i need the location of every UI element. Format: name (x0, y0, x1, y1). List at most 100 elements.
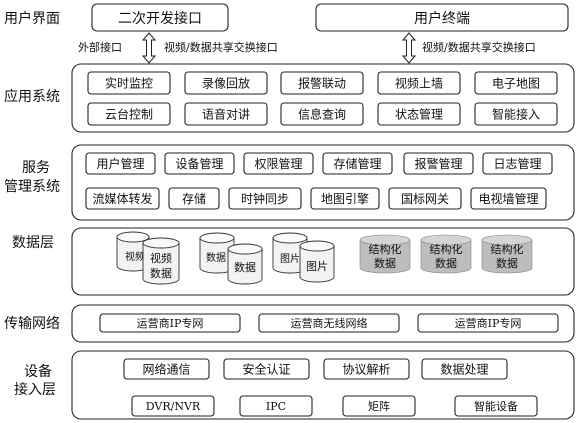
device-module-r2-2: IPC (239, 395, 313, 417)
data-layer-label: 数据层 (12, 235, 54, 251)
service-module-r1-3-label: 权限管理 (254, 156, 302, 171)
network-module-2: 运营商无线网络 (258, 313, 400, 333)
service-module-r1-1: 用户管理 (85, 152, 156, 175)
service-module-r1-3: 权限管理 (243, 152, 314, 175)
app-module-4-label: 视频上墙 (395, 76, 443, 91)
structured-data-cylinder-2: 结构化 数据 (420, 234, 472, 274)
device-module-r1-3: 协议解析 (323, 358, 410, 380)
device-module-r2-2-label: IPC (266, 400, 286, 413)
network-layer-frame (71, 304, 575, 343)
app-module-1: 实时监控 (87, 71, 171, 95)
service-module-r1-4: 存储管理 (322, 152, 393, 175)
structured-data-3-line1: 结构化 (491, 242, 524, 256)
device-module-r2-3-label: 矩阵 (368, 399, 390, 413)
application-layer-frame (71, 63, 575, 133)
app-module-1-label: 实时监控 (105, 76, 153, 91)
video-data-cylinder-front: 视频 数据 (142, 237, 180, 285)
app-module-6: 云台控制 (87, 102, 171, 126)
device-module-r1-2-label: 安全认证 (242, 362, 290, 377)
device-layer-frame (71, 350, 575, 420)
app-module-7: 语音对讲 (184, 102, 268, 126)
network-module-2-label: 运营商无线网络 (291, 316, 368, 330)
device-module-r1-2: 安全认证 (223, 358, 310, 380)
bidirectional-arrow-right (401, 32, 417, 64)
service-module-r2-3: 时钟同步 (228, 187, 302, 210)
app-module-6-label: 云台控制 (105, 107, 153, 122)
service-module-r2-2-label: 存储 (182, 191, 206, 206)
video-data-interface-label-left: 视频/数据共享交换接口 (164, 40, 278, 54)
image-cylinder-back: 图片 (272, 232, 308, 274)
app-module-8-label: 信息查询 (298, 107, 346, 122)
service-module-r2-6-label: 电视墙管理 (478, 191, 538, 206)
device-module-r2-1: DVR/NVR (131, 395, 215, 417)
image-cylinders: 图片 图片 (272, 232, 335, 283)
app-module-4: 视频上墙 (377, 71, 461, 95)
device-module-r1-4-label: 数据处理 (440, 362, 488, 377)
structured-data-cylinder-1: 结构化 数据 (359, 234, 411, 274)
structured-data-2-line1: 结构化 (430, 242, 463, 256)
device-module-r2-4-label: 智能设备 (474, 399, 518, 413)
structured-data-1-line2: 数据 (374, 256, 396, 270)
service-module-r1-5-label: 报警管理 (414, 156, 462, 171)
network-module-3: 运营商IP专网 (417, 313, 559, 333)
user-interface-label: 用户界面 (4, 10, 60, 27)
application-layer-label: 应用系统 (4, 88, 60, 105)
service-module-r2-5: 国标网关 (388, 187, 462, 210)
device-module-r1-1: 网络通信 (123, 358, 210, 380)
video-data-cylinder-text-2: 数据 (150, 266, 172, 280)
service-module-r1-2-label: 设备管理 (175, 156, 223, 171)
video-data-interface-label-right: 视频/数据共享交换接口 (422, 40, 536, 54)
service-module-r1-2: 设备管理 (164, 152, 235, 175)
structured-data-1-line1: 结构化 (369, 242, 402, 256)
device-module-r2-1-label: DVR/NVR (146, 400, 201, 413)
service-module-r2-1-label: 流媒体转发 (92, 191, 152, 206)
device-layer-label-line1: 设备 (24, 363, 52, 380)
app-module-7-label: 语音对讲 (202, 107, 250, 122)
user-terminal-box: 用户终端 (315, 3, 569, 32)
service-module-r2-3-label: 时钟同步 (241, 191, 289, 206)
image-cylinder-front-text: 图片 (306, 260, 328, 273)
network-module-3-label: 运营商IP专网 (455, 316, 522, 330)
service-module-r2-4-label: 地图引擎 (321, 191, 369, 206)
app-module-10: 智能接入 (474, 102, 558, 126)
external-interface-label: 外部接口 (78, 40, 122, 54)
app-module-9-label: 状态管理 (395, 107, 443, 122)
structured-data-2-line2: 数据 (435, 256, 457, 270)
app-module-2: 录像回放 (184, 71, 268, 95)
data-cylinder-front: 数据 (227, 243, 263, 285)
secondary-dev-interface-box: 二次开发接口 (91, 3, 229, 32)
video-cylinder-back-text: 视频 (125, 250, 145, 263)
device-module-r2-3: 矩阵 (342, 395, 416, 417)
app-module-8: 信息查询 (280, 102, 364, 126)
image-cylinder-back-text: 图片 (280, 252, 300, 265)
service-module-r2-6: 电视墙管理 (470, 187, 547, 210)
secondary-dev-interface-text: 二次开发接口 (118, 10, 202, 27)
app-module-9: 状态管理 (377, 102, 461, 126)
network-module-1-label: 运营商IP专网 (137, 316, 204, 330)
app-module-10-label: 智能接入 (492, 107, 540, 122)
service-layer-frame (71, 144, 575, 221)
video-data-cylinder-text-1: 视频 (150, 251, 172, 265)
service-layer-label-line2: 管理系统 (4, 179, 60, 195)
device-module-r1-4: 数据处理 (421, 358, 508, 380)
structured-data-3-line2: 数据 (496, 256, 518, 270)
image-cylinder-front: 图片 (299, 240, 335, 283)
service-module-r1-4-label: 存储管理 (333, 156, 381, 171)
user-terminal-text: 用户终端 (414, 10, 470, 27)
network-layer-label: 传输网络 (4, 316, 60, 332)
service-module-r2-1: 流媒体转发 (85, 187, 160, 210)
service-module-r1-5: 报警管理 (403, 152, 474, 175)
service-module-r2-2: 存储 (168, 187, 220, 210)
device-module-r1-3-label: 协议解析 (342, 362, 390, 377)
app-module-5-label: 电子地图 (492, 77, 540, 91)
service-layer-label-line1: 服务 (22, 160, 50, 176)
service-module-r2-5-label: 国标网关 (401, 192, 449, 206)
structured-data-cylinder-3: 结构化 数据 (481, 234, 533, 274)
device-module-r1-1-label: 网络通信 (142, 362, 190, 377)
service-module-r1-6: 日志管理 (482, 152, 553, 175)
video-cylinder-back: 视频 (116, 231, 150, 272)
data-cylinders: 数据 数据 (199, 232, 263, 285)
service-module-r1-1-label: 用户管理 (96, 156, 144, 171)
app-module-3-label: 报警联动 (298, 76, 346, 91)
